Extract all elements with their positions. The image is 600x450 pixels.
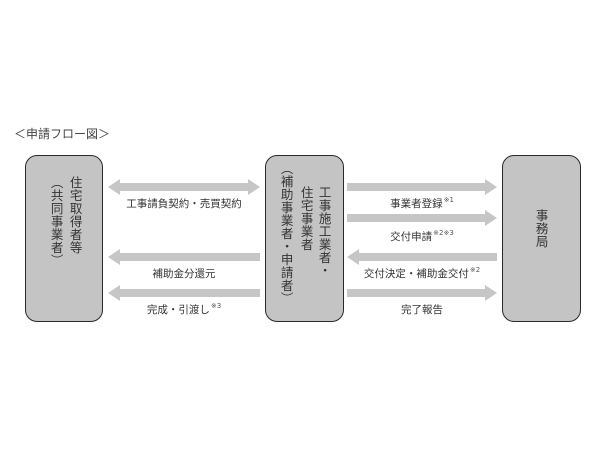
double-arrow-icon (108, 179, 260, 195)
node-office: 事務局 (502, 155, 581, 322)
right-arrow-icon (347, 210, 497, 226)
right-arrow-icon (347, 285, 497, 301)
edge-label-contract: 工事請負契約・売買契約 (126, 198, 242, 210)
edge-label-completion-report: 完了報告 (401, 304, 443, 316)
edge-label-application: 交付申請※2※3 (390, 229, 454, 243)
node-contractor-line2: 住宅事業者 (298, 186, 314, 251)
node-buyer: 住宅取得者等 （共同事業者） (25, 155, 103, 322)
left-arrow-icon (108, 249, 260, 265)
diagram-title: ＜申請フロー図＞ (14, 127, 111, 141)
edge-label-subsidy-return: 補助金分還元 (152, 268, 216, 280)
left-arrow-icon (347, 249, 497, 265)
node-contractor-line1: 工事施工業者・ (316, 186, 332, 277)
edge-label-grant-decision: 交付決定・補助金交付※2 (363, 266, 481, 280)
edge-label-registration: 事業者登録※1 (390, 196, 454, 210)
node-buyer-line2: （共同事業者） (48, 176, 64, 267)
left-arrow-icon (108, 285, 260, 301)
right-arrow-icon (347, 179, 497, 195)
node-contractor-line3: （補助事業者・申請者） (278, 162, 294, 305)
node-office-line1: 事務局 (533, 209, 549, 248)
edge-label-handover: 完成・引渡し※3 (146, 302, 222, 316)
node-contractor: 工事施工業者・ 住宅事業者 （補助事業者・申請者） (265, 155, 344, 322)
node-buyer-line1: 住宅取得者等 (67, 176, 83, 254)
